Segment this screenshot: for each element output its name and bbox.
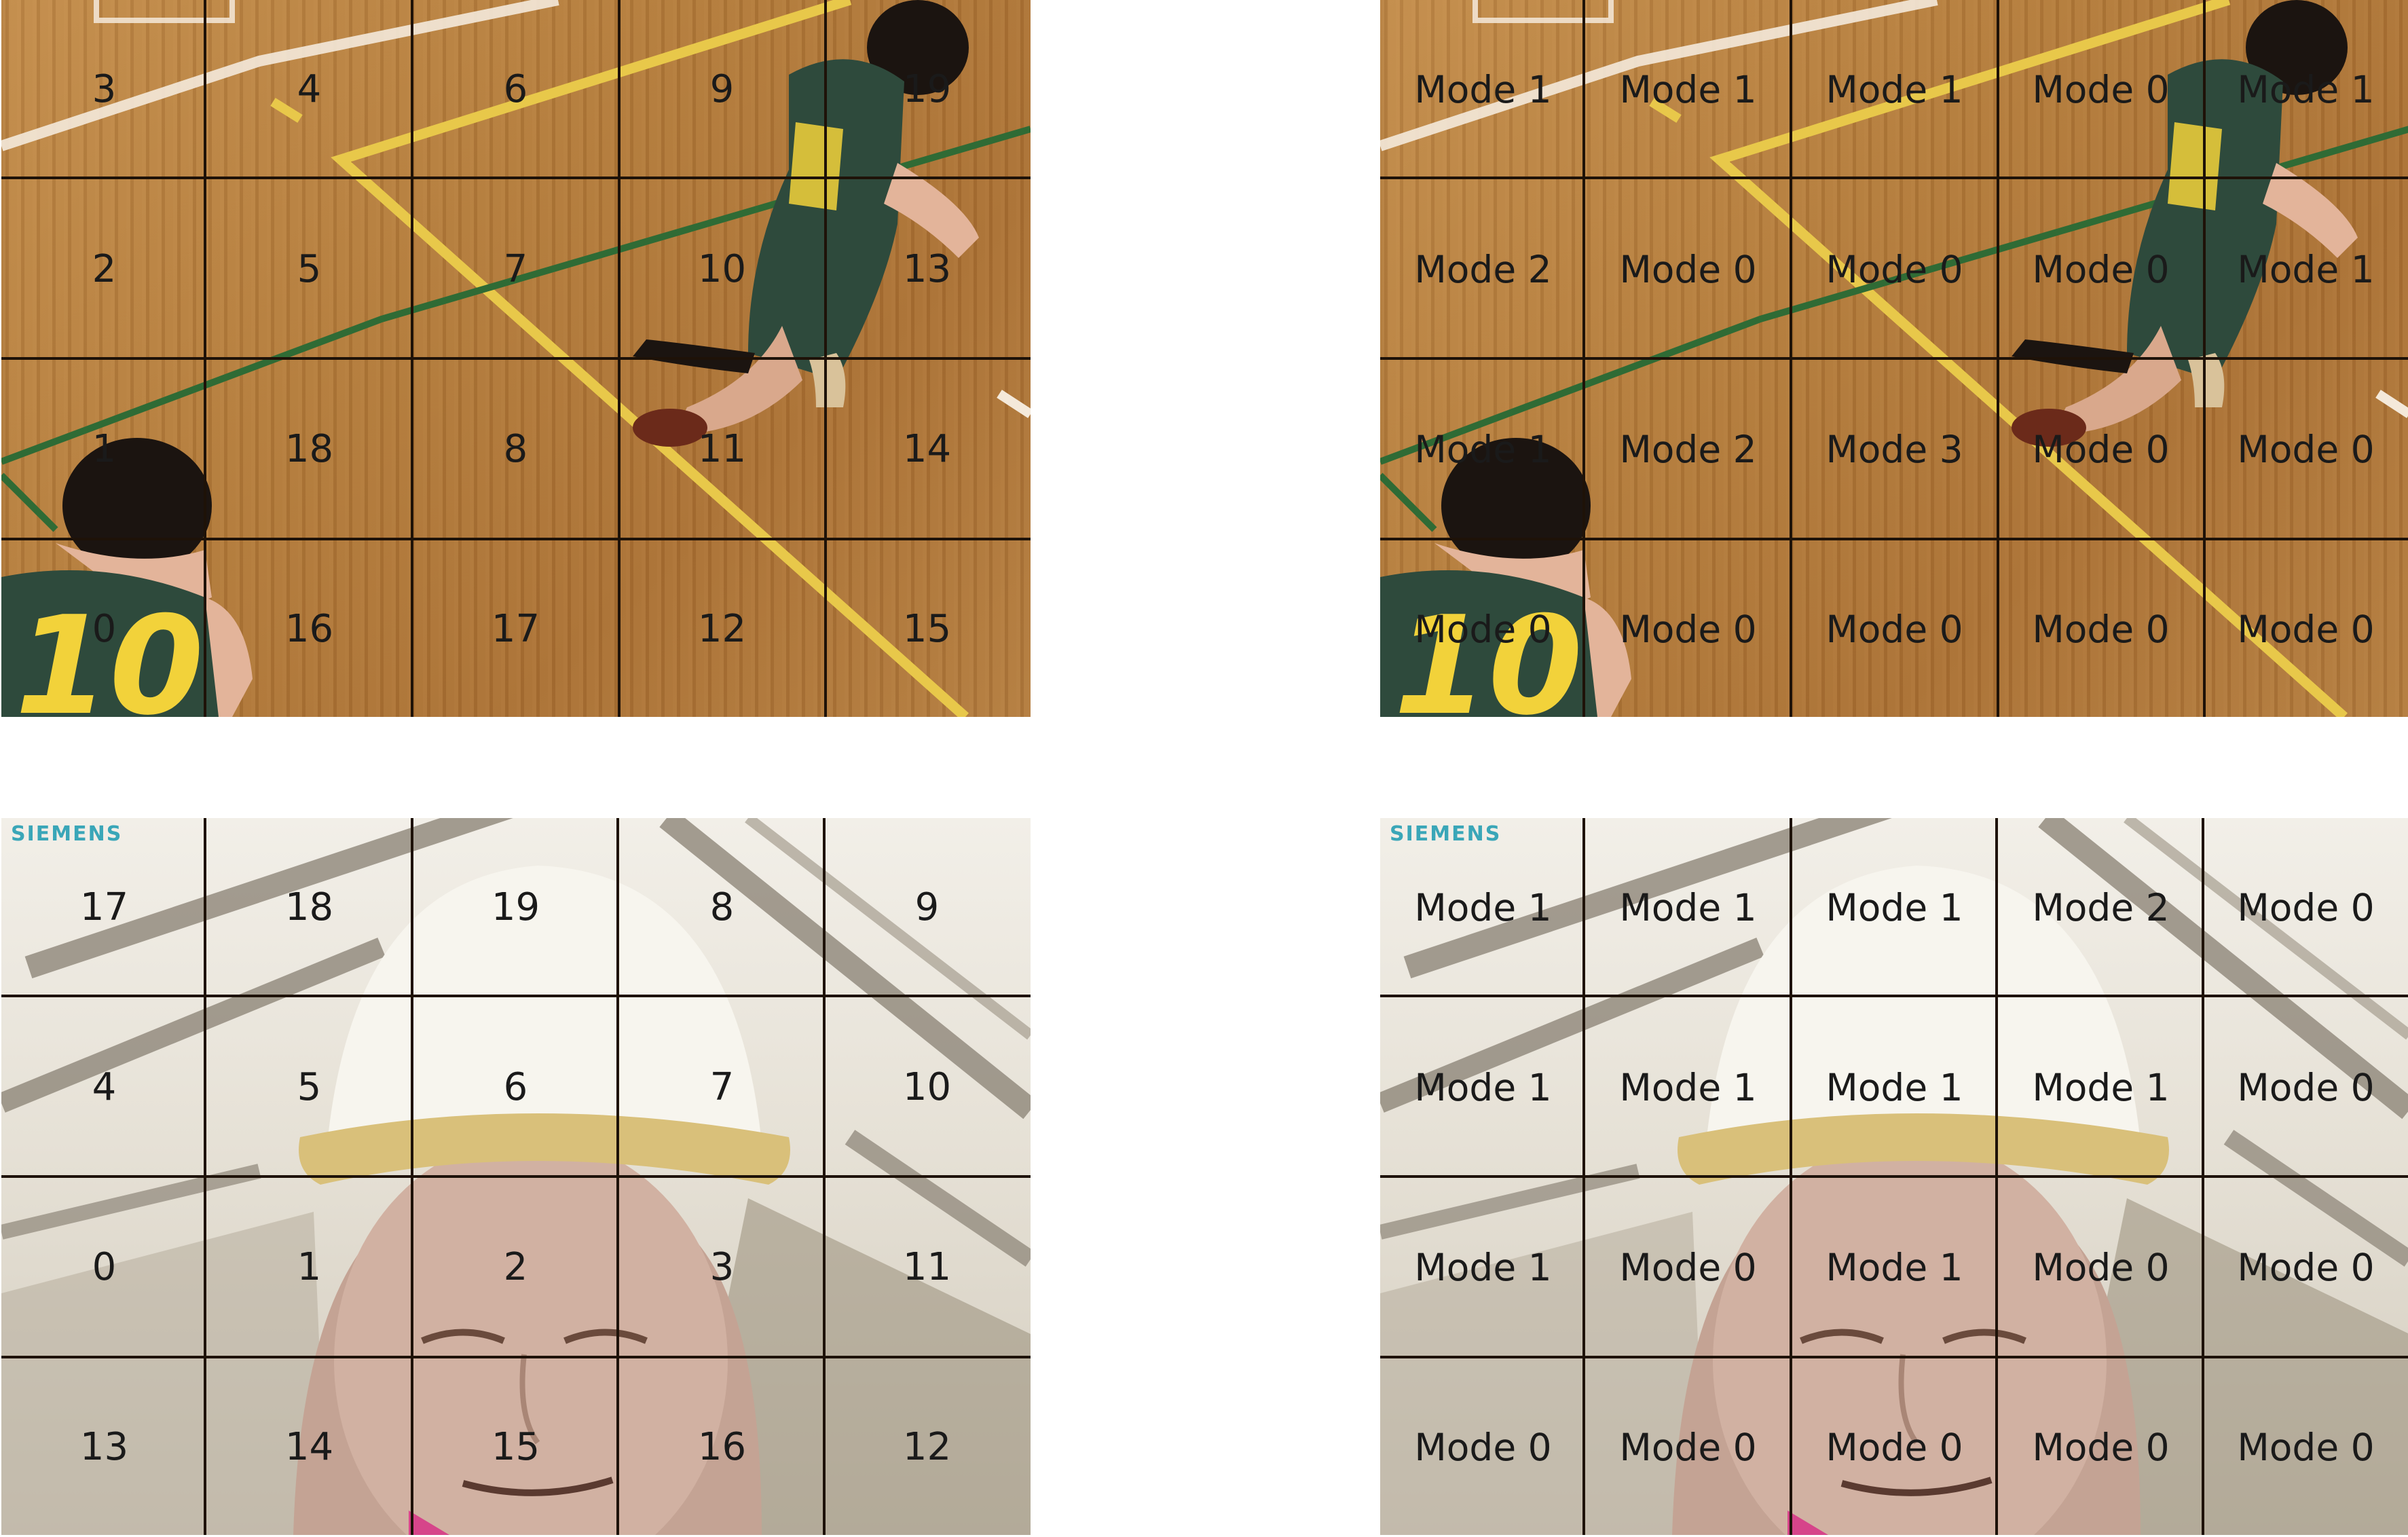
mode-label: Mode 1	[1414, 1245, 1552, 1289]
mode-label: Mode 2	[1414, 247, 1552, 291]
mode-label: Mode 0	[1826, 247, 1963, 291]
mode-label: Mode 1	[2237, 247, 2375, 291]
block-label: 17	[491, 607, 540, 651]
jersey-number: 10	[1394, 587, 1582, 717]
block-label: 10	[697, 247, 747, 291]
mode-label: Mode 0	[1619, 1425, 1757, 1469]
mode-label: Mode 1	[1414, 1065, 1552, 1109]
diagonal-beams	[1, 818, 1031, 1267]
block-label: 18	[284, 885, 334, 929]
block-label: 0	[92, 607, 117, 651]
block-label: 4	[297, 67, 322, 111]
block-label: 16	[697, 1425, 747, 1469]
block-label: 17	[79, 885, 129, 929]
mode-label: Mode 1	[1826, 885, 1963, 929]
jersey-number: 10	[15, 587, 204, 717]
hard-hat	[299, 866, 790, 1185]
foreman-numbered-panel: SIEMENS 17 18 19 8 9 4 5 6 7 10 0 1 2 3 …	[1, 818, 1031, 1535]
mode-label: Mode 0	[2237, 1065, 2375, 1109]
mode-label: Mode 0	[1826, 1425, 1963, 1469]
block-label: 9	[709, 67, 735, 111]
foreman-mode-panel: SIEMENS Mode 1 Mode 1 Mode 1 Mode 2 Mode…	[1380, 818, 2408, 1535]
block-label: 19	[902, 67, 952, 111]
mode-label: Mode 1	[1619, 1065, 1757, 1109]
basketball-scene: 10	[1, 0, 1031, 717]
mode-label: Mode 1	[1826, 1065, 1963, 1109]
mode-label: Mode 0	[1414, 607, 1552, 651]
block-label: 13	[79, 1425, 129, 1469]
block-label: 5	[297, 247, 322, 291]
mode-label: Mode 0	[1619, 607, 1757, 651]
block-label: 1	[92, 427, 117, 471]
block-label: 3	[709, 1245, 735, 1289]
mode-label: Mode 0	[1826, 607, 1963, 651]
mode-label: Mode 2	[1619, 427, 1757, 471]
mode-label: Mode 1	[2237, 67, 2375, 111]
mode-label: Mode 0	[2237, 427, 2375, 471]
mode-label: Mode 0	[2032, 1425, 2170, 1469]
mode-label: Mode 1	[1414, 427, 1552, 471]
mode-label: Mode 0	[2032, 67, 2170, 111]
mode-label: Mode 0	[2032, 247, 2170, 291]
mode-label: Mode 0	[2237, 885, 2375, 929]
mode-label: Mode 0	[2237, 1245, 2375, 1289]
block-label: 6	[503, 1065, 528, 1109]
block-label: 11	[697, 427, 747, 471]
mode-label: Mode 1	[1826, 1245, 1963, 1289]
block-label: 3	[92, 67, 117, 111]
block-label: 7	[503, 247, 528, 291]
block-label: 5	[297, 1065, 322, 1109]
block-label: 15	[491, 1425, 540, 1469]
block-label: 9	[914, 885, 940, 929]
basketball-numbered-panel: 10 3 4 6 9 19 2 5 7 10 13 1 18 8 11 14 0…	[1, 0, 1031, 717]
mode-label: Mode 1	[1619, 67, 1757, 111]
block-label: 0	[92, 1245, 117, 1289]
mode-label: Mode 1	[2032, 1065, 2170, 1109]
mode-label: Mode 1	[1619, 885, 1757, 929]
mode-label: Mode 1	[1414, 885, 1552, 929]
mode-label: Mode 0	[1414, 1425, 1552, 1469]
mode-label: Mode 0	[2032, 427, 2170, 471]
hard-hat	[1678, 866, 2169, 1185]
basketball-mode-panel: 10 Mode 1 Mode 1 Mode 1 Mode 0 Mode 1 Mo…	[1380, 0, 2408, 717]
mode-label: Mode 1	[1414, 67, 1552, 111]
mode-label: Mode 0	[1619, 247, 1757, 291]
block-label: 19	[491, 885, 540, 929]
block-label: 16	[284, 607, 334, 651]
block-label: 8	[709, 885, 735, 929]
block-label: 6	[503, 67, 528, 111]
siemens-logo: SIEMENS	[1390, 822, 1502, 846]
block-label: 14	[902, 427, 952, 471]
block-label: 11	[902, 1245, 952, 1289]
block-label: 15	[902, 607, 952, 651]
block-label: 4	[92, 1065, 117, 1109]
mode-label: Mode 3	[1826, 427, 1963, 471]
mode-label: Mode 1	[1826, 67, 1963, 111]
block-label: 18	[284, 427, 334, 471]
block-label: 8	[503, 427, 528, 471]
mode-label: Mode 0	[2237, 1425, 2375, 1469]
block-label: 2	[92, 247, 117, 291]
block-label: 7	[709, 1065, 735, 1109]
foreman-scene	[1380, 818, 2408, 1535]
block-label: 10	[902, 1065, 952, 1109]
siemens-logo: SIEMENS	[11, 822, 123, 846]
mode-label: Mode 0	[2032, 607, 2170, 651]
mode-label: Mode 2	[2032, 885, 2170, 929]
block-label: 14	[284, 1425, 334, 1469]
player-number-10: 10	[1, 438, 253, 717]
block-label: 2	[503, 1245, 528, 1289]
block-label: 1	[297, 1245, 322, 1289]
block-label: 13	[902, 247, 952, 291]
block-label: 12	[902, 1425, 952, 1469]
diagonal-beams	[1380, 818, 2408, 1267]
block-label: 12	[697, 607, 747, 651]
mode-label: Mode 0	[2237, 607, 2375, 651]
mode-label: Mode 0	[1619, 1245, 1757, 1289]
mode-label: Mode 0	[2032, 1245, 2170, 1289]
